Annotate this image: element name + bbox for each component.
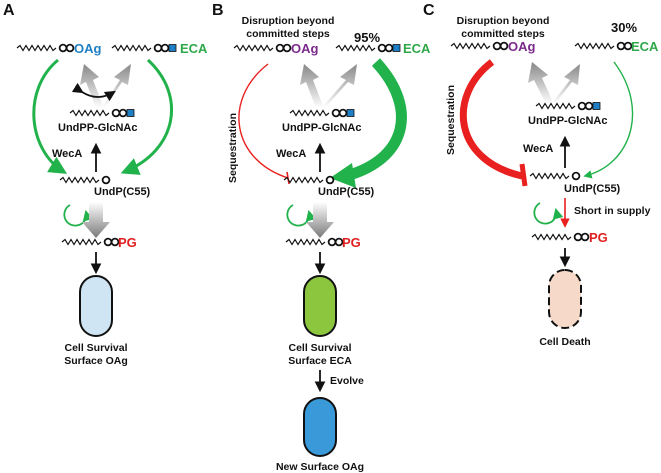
inhibition-bar [286,171,290,185]
cell-death-icon [548,269,582,329]
glcnac-square-icon [346,109,355,117]
inhibition-bar [519,163,528,187]
flux-to-eca-arrow [323,64,357,108]
pg-label: PG [342,235,361,250]
panel-label-a: A [3,2,15,19]
flux-to-oag-arrow [300,64,323,108]
undpp-glcnac-label: UndPP-GlcNAc [58,122,137,134]
eca-lipid-chain-icon [574,41,633,51]
oag-lipid-chain-icon [233,43,292,53]
undp-label: UndP(C55) [94,186,151,198]
undpp-glcnac-label: UndPP-GlcNAc [528,115,607,127]
caption-cell-survival-b: Cell Survival [288,342,351,354]
disruption-title-line2-c: committed steps [461,28,545,40]
caption-surface-eca-b: Surface ECA [288,355,352,367]
pg-label: PG [589,230,608,245]
eca-recycling-arrow [120,58,173,175]
oag-label: OAg [291,41,319,56]
caption-surface-oag-a: Surface OAg [64,355,128,367]
eca-sugar-square-icon [168,44,177,52]
panel-b: B Disruption beyond committed steps OAg … [212,2,431,473]
eca-label: ECA [631,39,659,54]
sequestration-label-b: Sequestration [227,113,239,183]
disruption-title-line1-b: Disruption beyond [242,15,335,27]
eca-percent-b: 95% [354,30,380,45]
undp-chain-icon [59,175,111,185]
flux-to-pg-arrow [306,202,334,238]
flux-to-oag-arrow [80,64,103,108]
eca-percent-c: 30% [611,20,637,35]
sequestration-label-c: Sequestration [445,85,457,155]
pg-chain-icon [285,237,344,247]
flux-to-eca-arrow [553,64,580,104]
panel-label-c: C [423,2,435,19]
glcnac-square-icon [126,109,135,117]
undp-recycle-loop-arrow [63,204,94,227]
flux-to-eca-arrow [103,64,131,108]
short-supply-label: Short in supply [574,205,651,217]
disruption-title-line1-c: Disruption beyond [457,15,550,27]
eca-lipid-chain-icon [111,43,170,53]
weca-label: WecA [276,148,306,160]
undp-label: UndP(C55) [564,183,621,195]
oag-label: OAg [508,39,536,54]
panel-c: C Disruption beyond committed steps OAg … [423,2,659,348]
disruption-title-line2-b: committed steps [246,28,330,40]
eca-label: ECA [180,41,208,56]
undpp-glcnac-chain-icon [289,108,348,118]
caption-new-surface-oag: New Surface OAg [276,461,364,473]
flux-to-oag-arrow [528,62,553,104]
evolve-label: Evolve [330,375,364,387]
undp-chain-icon [283,175,335,185]
oag-label: OAg [74,41,102,56]
undpp-glcnac-chain-icon [535,101,594,111]
weca-label: WecA [52,148,82,160]
flux-to-pg-arrow [82,202,110,238]
undp-chain-icon [529,171,581,181]
eca-weak-recycling-arrow [583,61,634,179]
sequestration-inhibition-line [238,63,289,179]
pg-chain-icon [61,237,120,247]
undp-recycle-loop-arrow [286,204,317,227]
undp-label: UndP(C55) [318,186,375,198]
oag-recycling-arrow [32,58,68,174]
eca-heavy-arrow-head [330,163,356,188]
pg-label: PG [118,235,137,250]
undpp-glcnac-chain-icon [69,108,128,118]
panel-label-b: B [212,2,224,19]
pg-chain-icon [531,232,590,242]
eca-heavy-recycling-arrow [344,58,407,182]
undp-recycle-loop-arrow [533,202,564,225]
oag-lipid-chain-icon [450,41,509,51]
eca-sugar-square-icon [392,44,401,52]
competition-double-arrow [71,82,116,102]
caption-cell-survival-a: Cell Survival [64,342,127,354]
cell-survival-eca-icon [303,275,337,337]
caption-cell-death: Cell Death [539,336,590,348]
panel-a: A OAg ECA UndPP-GlcNAc WecA UndP(C55) PG… [3,2,208,367]
eca-lipid-chain-icon [335,43,394,53]
cell-survival-oag-icon [79,275,113,337]
undpp-glcnac-label: UndPP-GlcNAc [282,122,361,134]
sequestration-heavy-inhibition-line [459,59,523,180]
oag-lipid-chain-icon [16,43,75,53]
weca-label: WecA [523,143,553,155]
eca-label: ECA [403,41,431,56]
glcnac-square-icon [592,102,601,110]
new-surface-oag-cell-icon [303,397,337,457]
